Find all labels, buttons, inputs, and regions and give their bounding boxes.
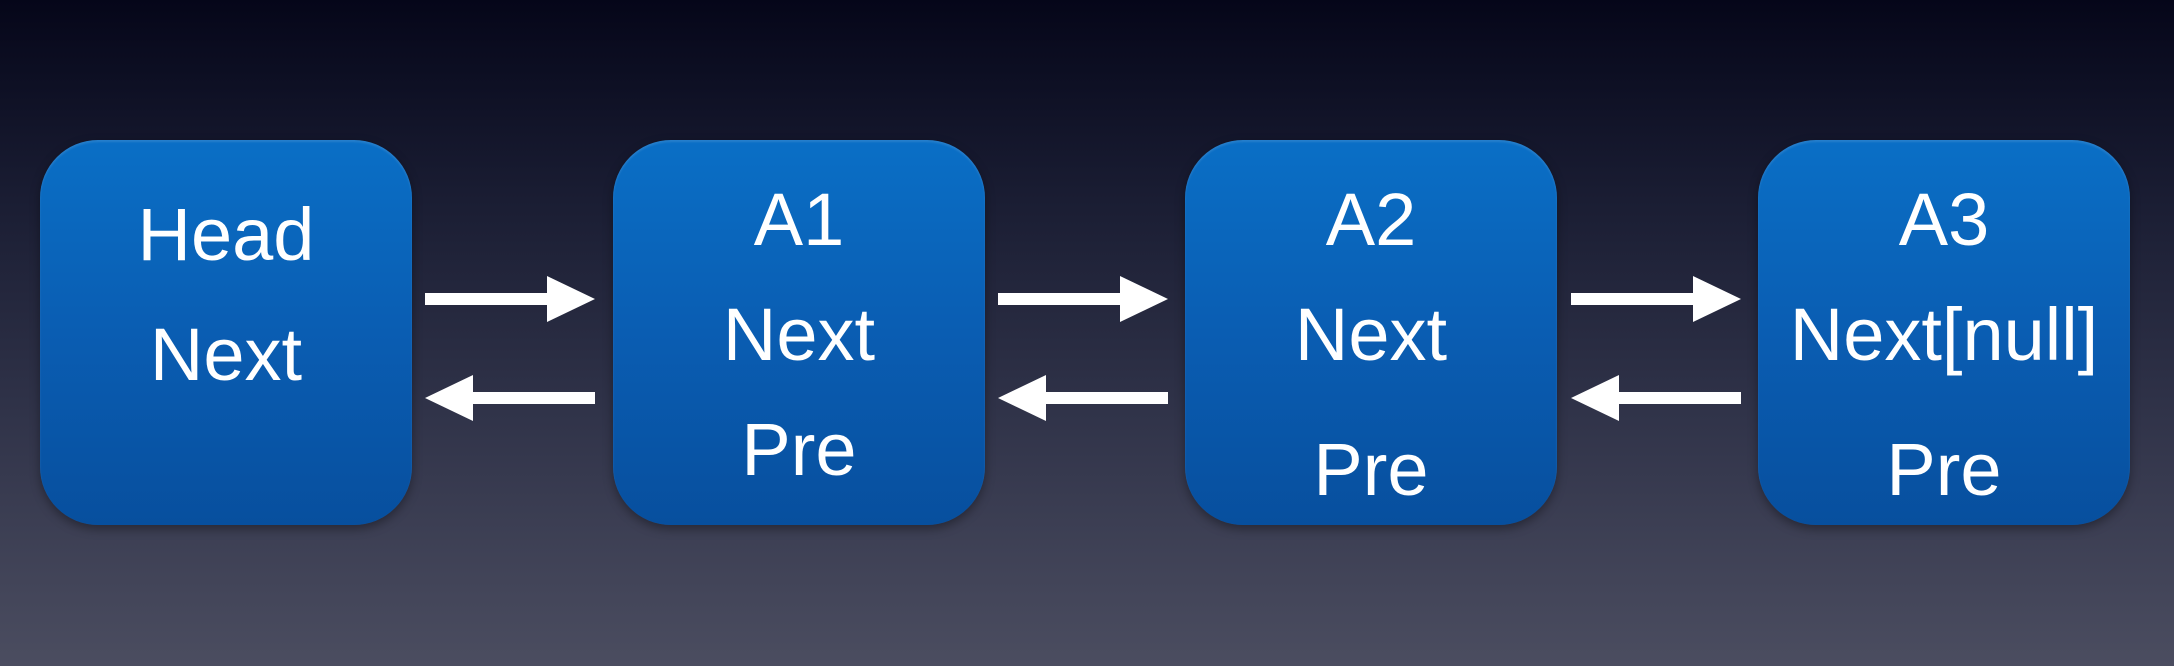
node-a3-pre: Pre: [1886, 428, 2002, 511]
next-arrow-head-a1: [425, 274, 595, 324]
node-a1-next: Next: [722, 293, 876, 376]
node-a3: A3 Next[null] Pre: [1758, 140, 2130, 525]
node-a3-next: Next[null]: [1789, 293, 2099, 376]
node-a1: A1 Next Pre: [613, 140, 985, 525]
node-a1-pre: Pre: [741, 408, 857, 491]
node-head-next: Next: [149, 313, 303, 396]
pre-arrow-a3-a2: [1571, 373, 1741, 423]
next-arrow-a1-a2: [998, 274, 1168, 324]
node-a2: A2 Next Pre: [1185, 140, 1557, 525]
node-head: Head Next: [40, 140, 412, 525]
node-a1-title: A1: [753, 178, 845, 261]
pre-arrow-a1-head: [425, 373, 595, 423]
node-head-title: Head: [137, 193, 315, 276]
next-arrow-a2-a3: [1571, 274, 1741, 324]
pre-arrow-a2-a1: [998, 373, 1168, 423]
node-a2-title: A2: [1325, 178, 1417, 261]
node-a2-pre: Pre: [1313, 428, 1429, 511]
node-a2-next: Next: [1294, 293, 1448, 376]
node-a3-title: A3: [1898, 178, 1990, 261]
